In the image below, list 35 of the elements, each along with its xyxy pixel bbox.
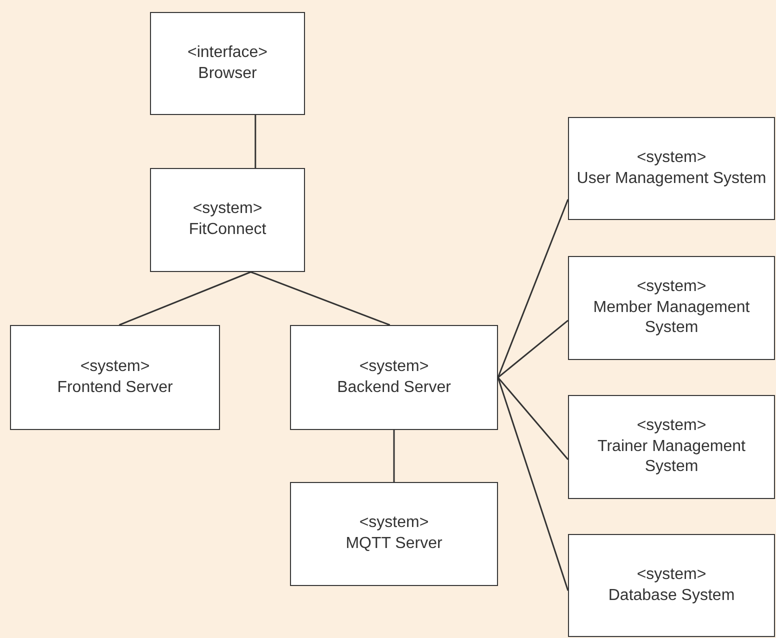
stereotype-label: <system> [636,276,706,297]
connector-line [393,430,395,482]
stereotype-label: <system> [359,513,429,534]
system-box [568,395,775,499]
stereotype-label: <system> [636,148,706,168]
connector-line [497,199,569,378]
component-name: Database System [608,586,735,606]
system-box [568,534,775,637]
stereotype-label: <system> [359,356,429,377]
system-box [290,482,498,586]
component-name: Frontend Server [57,378,173,398]
component-name: Browser [198,64,257,84]
system-box [10,325,220,430]
stereotype-label: <system> [192,199,262,220]
connector-line [497,377,569,591]
stereotype-label: <system> [636,564,706,585]
stereotype-label: <system> [80,356,150,377]
system-box [150,168,305,272]
component-name: Backend Server [337,378,451,398]
system-box [568,117,775,220]
connector-line [250,271,390,326]
system-box [290,325,498,430]
component-name: Trainer Management System [596,436,746,478]
stereotype-label: <interface> [187,42,268,63]
system-box [150,12,305,115]
system-box [568,256,775,360]
connector-line [498,320,568,378]
component-name: Member Management System [592,298,751,338]
component-name: FitConnect [188,220,266,240]
connector-line [254,115,256,168]
connector-line [118,271,252,326]
component-name: User Management System [576,168,766,188]
connector-line [497,377,569,460]
stereotype-label: <system> [636,416,706,436]
component-name: MQTT Server [346,534,442,554]
